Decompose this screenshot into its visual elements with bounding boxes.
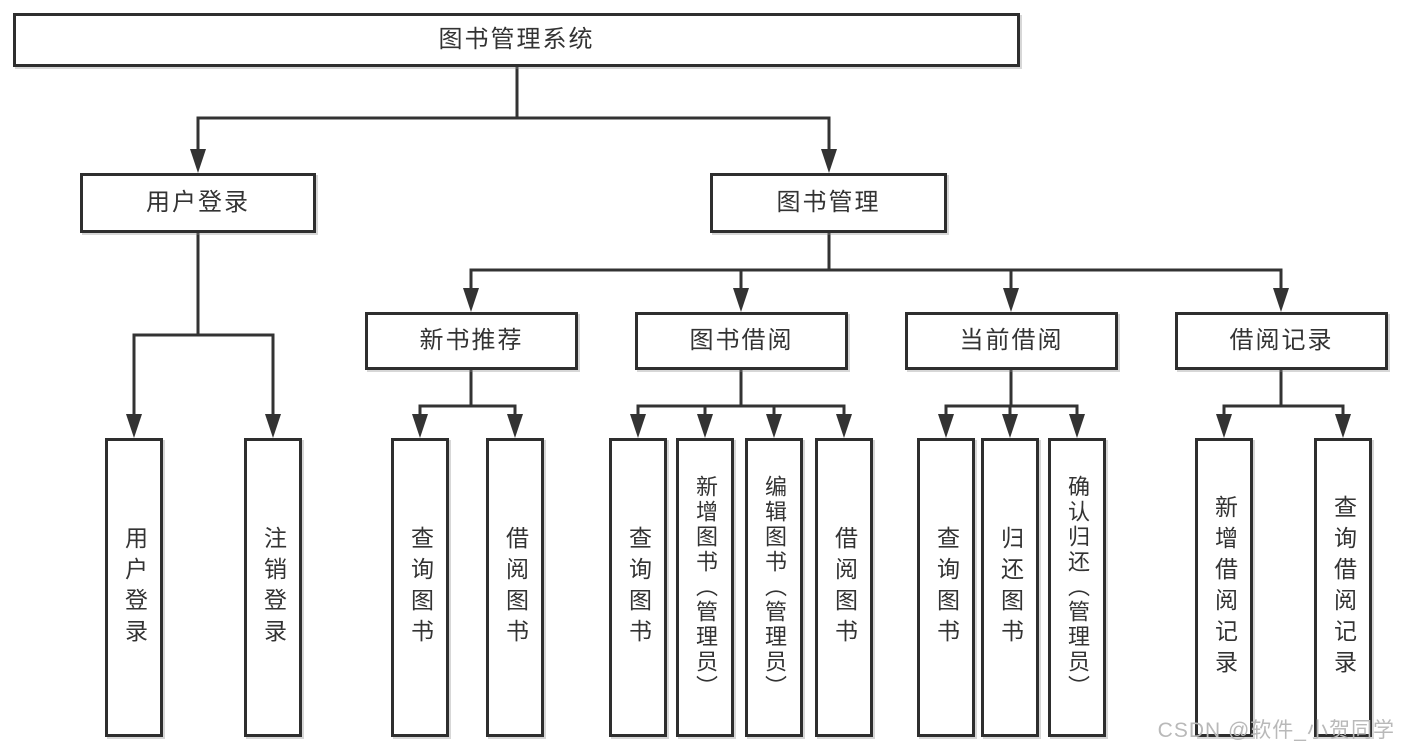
node-leaf-confirm-return-admin: 确认归还（管理员） bbox=[1048, 438, 1106, 737]
arrowhead bbox=[766, 414, 782, 438]
node-leaf-return-books: 归还图书 bbox=[981, 438, 1039, 737]
node-leaf-logout: 注销登录 bbox=[244, 438, 302, 737]
node-leaf-borrow-books-1-label: 借阅图书 bbox=[502, 525, 529, 650]
arrowhead bbox=[1335, 414, 1351, 438]
connector-new-book-recommend-branch bbox=[412, 370, 523, 438]
node-leaf-user-login-label: 用户登录 bbox=[121, 525, 148, 650]
node-leaf-query-borrow-record: 查询借阅记录 bbox=[1314, 438, 1372, 737]
arrowhead bbox=[265, 414, 281, 438]
connector-user-login-branch bbox=[126, 233, 281, 438]
node-leaf-edit-book-admin: 编辑图书（管理员） bbox=[745, 438, 803, 737]
arrowhead bbox=[821, 149, 837, 173]
arrowhead bbox=[938, 414, 954, 438]
connector-current-borrowing-branch bbox=[938, 370, 1085, 438]
node-root-label: 图书管理系统 bbox=[438, 26, 595, 53]
node-leaf-add-borrow-record-label: 新增借阅记录 bbox=[1211, 494, 1238, 681]
arrowhead bbox=[697, 414, 713, 438]
node-leaf-add-book-admin: 新增图书（管理员） bbox=[676, 438, 734, 737]
node-root: 图书管理系统 bbox=[13, 13, 1020, 67]
node-current-borrowing-label: 当前借阅 bbox=[959, 327, 1064, 354]
node-current-borrowing: 当前借阅 bbox=[905, 312, 1118, 370]
node-leaf-query-books-1: 查询图书 bbox=[391, 438, 449, 737]
csdn-watermark: CSDN @软件_小贺同学 bbox=[1157, 719, 1395, 742]
node-leaf-add-borrow-record: 新增借阅记录 bbox=[1195, 438, 1253, 737]
node-book-borrowing-label: 图书借阅 bbox=[689, 327, 794, 354]
arrowhead bbox=[1069, 414, 1085, 438]
arrowhead bbox=[463, 288, 479, 312]
node-book-management-label: 图书管理 bbox=[776, 189, 881, 216]
node-leaf-query-books-2-label: 查询图书 bbox=[625, 525, 652, 650]
arrowhead bbox=[1216, 414, 1232, 438]
node-new-book-recommend: 新书推荐 bbox=[365, 312, 578, 370]
node-book-borrowing: 图书借阅 bbox=[635, 312, 848, 370]
node-leaf-query-books-3: 查询图书 bbox=[917, 438, 975, 737]
node-leaf-borrow-books-2-label: 借阅图书 bbox=[831, 525, 858, 650]
node-leaf-edit-book-admin-label: 编辑图书（管理员） bbox=[762, 475, 787, 700]
connector-root-to-level2 bbox=[190, 67, 837, 173]
node-leaf-query-books-2: 查询图书 bbox=[609, 438, 667, 737]
node-leaf-query-books-3-label: 查询图书 bbox=[933, 525, 960, 650]
node-borrowing-records-label: 借阅记录 bbox=[1229, 327, 1334, 354]
node-borrowing-records: 借阅记录 bbox=[1175, 312, 1388, 370]
node-leaf-add-book-admin-label: 新增图书（管理员） bbox=[693, 475, 718, 700]
node-leaf-return-books-label: 归还图书 bbox=[997, 525, 1024, 650]
connector-book-borrowing-branch bbox=[630, 370, 852, 438]
connector-borrowing-records-branch bbox=[1216, 370, 1351, 438]
node-leaf-borrow-books-2: 借阅图书 bbox=[815, 438, 873, 737]
node-new-book-recommend-label: 新书推荐 bbox=[419, 327, 524, 354]
node-leaf-query-books-1-label: 查询图书 bbox=[407, 525, 434, 650]
arrowhead bbox=[507, 414, 523, 438]
connector-book-management-branch bbox=[463, 233, 1289, 312]
node-leaf-borrow-books-1: 借阅图书 bbox=[486, 438, 544, 737]
node-leaf-logout-label: 注销登录 bbox=[260, 525, 287, 650]
node-leaf-confirm-return-admin-label: 确认归还（管理员） bbox=[1065, 475, 1090, 700]
node-book-management: 图书管理 bbox=[710, 173, 947, 233]
arrowhead bbox=[412, 414, 428, 438]
node-user-login: 用户登录 bbox=[80, 173, 316, 233]
arrowhead bbox=[733, 288, 749, 312]
node-leaf-query-borrow-record-label: 查询借阅记录 bbox=[1330, 494, 1357, 681]
arrowhead bbox=[190, 149, 206, 173]
arrowhead bbox=[1273, 288, 1289, 312]
arrowhead bbox=[836, 414, 852, 438]
arrowhead bbox=[1002, 414, 1018, 438]
arrowhead bbox=[126, 414, 142, 438]
node-leaf-user-login: 用户登录 bbox=[105, 438, 163, 737]
arrowhead bbox=[1003, 288, 1019, 312]
node-user-login-label: 用户登录 bbox=[146, 189, 250, 216]
arrowhead bbox=[630, 414, 646, 438]
